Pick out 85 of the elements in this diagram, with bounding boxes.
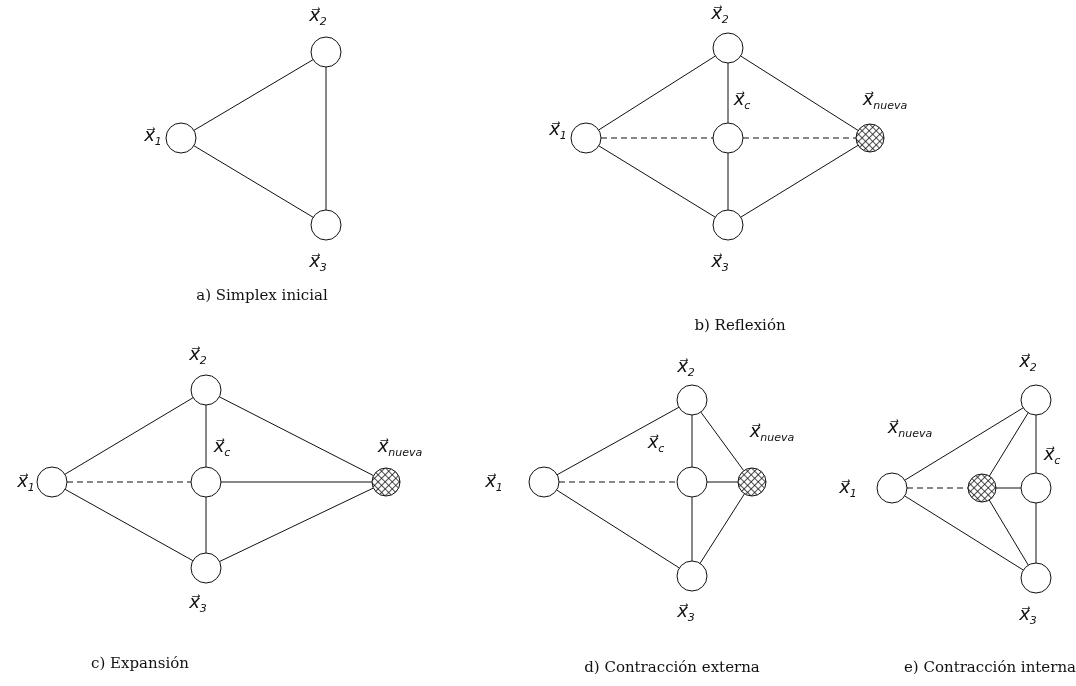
vertex-label: x⃗$_{2}$ (711, 0, 729, 28)
vertex-label: x⃗$_{2}$ (1019, 348, 1037, 376)
connector-line (220, 481, 373, 483)
connector-line (988, 412, 1029, 477)
connector-line (556, 406, 680, 476)
circle-node (1020, 562, 1052, 594)
vertex-label: x⃗$_{3}$ (677, 598, 695, 626)
connector-line (325, 66, 327, 211)
dashed-line (600, 137, 714, 139)
connector-line (64, 488, 194, 562)
vertex-label: x⃗$_{c}$ (733, 86, 751, 114)
vertex-label: x⃗$_{3}$ (1019, 601, 1037, 629)
connector-line (193, 59, 314, 131)
circle-node (712, 32, 744, 64)
vertex-label: x⃗$_{1}$ (839, 474, 857, 502)
connector-line (193, 145, 314, 218)
connector-line (904, 495, 1024, 571)
circle-node (190, 552, 222, 584)
vertex-label: x⃗$_{1}$ (144, 122, 162, 150)
connector-line (700, 411, 745, 472)
panel-caption: c) Expansión (91, 654, 189, 672)
connector-line (598, 145, 716, 218)
vertex-label: x⃗$_{nueva}$ (749, 418, 795, 446)
circle-node (676, 560, 708, 592)
connector-line (205, 404, 207, 468)
connector-line (1035, 502, 1037, 564)
vertex-label: x⃗$_{1}$ (485, 468, 503, 496)
hatched-circle (737, 467, 767, 497)
hatched-circle (967, 473, 997, 503)
connector-line (64, 397, 194, 475)
vertex-label: x⃗$_{1}$ (549, 116, 567, 144)
hatched-circle (855, 123, 885, 153)
circle-node (190, 466, 222, 498)
dashed-line (558, 481, 678, 483)
circle-node (36, 466, 68, 498)
circle-node (712, 122, 744, 154)
dashed-line (742, 137, 857, 139)
circle-node (1020, 472, 1052, 504)
circle-node (528, 466, 560, 498)
connector-line (706, 481, 739, 483)
circle-node (310, 36, 342, 68)
connector-line (691, 496, 693, 562)
vertex-label: x⃗$_{nueva}$ (887, 414, 933, 442)
vertex-label: x⃗$_{nueva}$ (377, 433, 423, 461)
connector-line (691, 414, 693, 468)
circle-node (165, 122, 197, 154)
dashed-line (66, 481, 192, 483)
panel-caption: a) Simplex inicial (196, 286, 328, 304)
connector-line (556, 489, 680, 569)
circle-node (570, 122, 602, 154)
vertex-label: x⃗$_{3}$ (189, 589, 207, 617)
vertex-label: x⃗$_{c}$ (213, 433, 231, 461)
vertex-label: x⃗$_{c}$ (1043, 441, 1061, 469)
connector-line (1035, 414, 1037, 474)
vertex-label: x⃗$_{2}$ (189, 341, 207, 369)
connector-line (218, 396, 375, 477)
connector-line (727, 62, 729, 124)
circle-node (712, 209, 744, 241)
connector-line (988, 499, 1029, 566)
circle-node (676, 384, 708, 416)
vertex-label: x⃗$_{nueva}$ (862, 86, 908, 114)
connector-line (995, 487, 1022, 489)
circle-node (190, 374, 222, 406)
connector-line (219, 487, 374, 563)
connector-line (699, 493, 745, 564)
panel-caption: d) Contracción externa (584, 658, 760, 676)
connector-line (740, 144, 859, 218)
circle-node (676, 466, 708, 498)
panel-caption: b) Reflexión (694, 316, 786, 334)
vertex-label: x⃗$_{2}$ (309, 2, 327, 30)
circle-node (310, 209, 342, 241)
circle-node (1020, 384, 1052, 416)
vertex-label: x⃗$_{3}$ (309, 248, 327, 276)
vertex-label: x⃗$_{2}$ (677, 353, 695, 381)
vertex-label: x⃗$_{1}$ (17, 468, 35, 496)
connector-line (904, 407, 1024, 481)
connector-line (740, 55, 859, 131)
circle-node (876, 472, 908, 504)
connector-line (205, 496, 207, 554)
connector-line (727, 152, 729, 211)
connector-line (598, 55, 716, 131)
panel-caption: e) Contracción interna (904, 658, 1076, 676)
hatched-circle (371, 467, 401, 497)
vertex-label: x⃗$_{c}$ (647, 429, 665, 457)
vertex-label: x⃗$_{3}$ (711, 248, 729, 276)
